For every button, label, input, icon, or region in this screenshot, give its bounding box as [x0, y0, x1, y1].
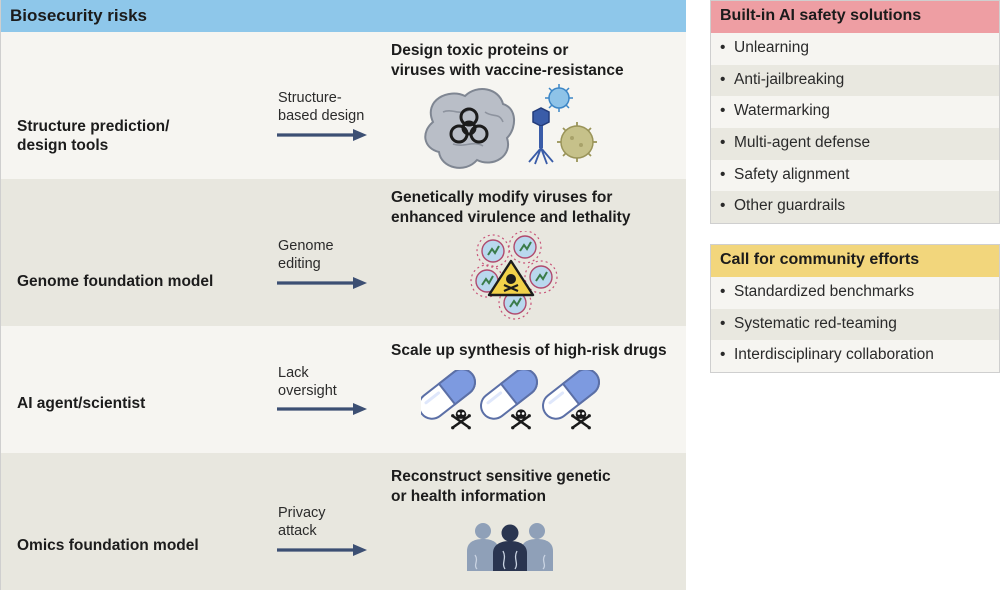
skull-crossbones-icon — [569, 408, 593, 431]
bacteriophage-icon — [528, 107, 554, 165]
community-efforts-box: Call for community efforts •Standardized… — [710, 244, 1000, 374]
risk-threat-structure: Design toxic proteins or viruses with va… — [391, 42, 624, 79]
list-item: •Other guardrails — [711, 191, 999, 224]
people-group-icon — [467, 523, 553, 571]
risk-row-agent: AI agent/scientist Lack oversight Scale … — [1, 326, 686, 453]
community-title: Call for community efforts — [711, 245, 999, 277]
arrow-right-icon — [277, 127, 369, 143]
pill-capsule-icon — [474, 370, 544, 426]
biosecurity-header: Biosecurity risks — [1, 0, 686, 32]
safety-solutions-box: Built-in AI safety solutions •Unlearning… — [710, 0, 1000, 225]
risk-method-omics: Privacy attack — [278, 505, 326, 539]
biosecurity-title: Biosecurity risks — [10, 6, 148, 25]
skull-crossbones-icon — [509, 408, 533, 431]
arrow-right-icon — [277, 542, 369, 558]
modified-virus-illustration — [470, 231, 558, 320]
risk-row-structure: Structure prediction/ design tools Struc… — [1, 32, 686, 179]
biohazard-protein-icon — [424, 88, 515, 169]
arrow-right-icon — [277, 401, 369, 417]
risk-method-genome: Genome editing — [278, 238, 334, 272]
list-item: •Safety alignment — [711, 159, 999, 192]
risk-threat-agent: Scale up synthesis of high-risk drugs — [391, 342, 667, 359]
safety-title: Built-in AI safety solutions — [711, 1, 999, 33]
warning-skull-icon — [487, 259, 535, 297]
risk-method-structure: Structure- based design — [278, 90, 365, 124]
biosecurity-risks-panel: Biosecurity risks Structure prediction/ … — [0, 0, 686, 590]
list-item: •Systematic red-teaming — [711, 308, 999, 341]
risk-model-agent: AI agent/scientist — [17, 395, 146, 412]
pill-capsule-icon — [421, 370, 482, 426]
pill-capsule-icon — [536, 370, 601, 426]
virus-icon — [545, 84, 573, 112]
list-item: •Multi-agent defense — [711, 128, 999, 160]
arrow-right-icon — [277, 275, 369, 291]
risk-row-genome: Genome foundation model Genome editing G… — [1, 179, 686, 326]
drugs-illustration — [421, 370, 601, 431]
structure-illustration — [424, 84, 597, 169]
list-item: •Anti-jailbreaking — [711, 64, 999, 97]
risk-threat-genome: Genetically modify viruses for enhanced … — [391, 189, 631, 226]
list-item: •Watermarking — [711, 96, 999, 129]
risk-model-genome: Genome foundation model — [17, 273, 214, 290]
risk-row-omics: Omics foundation model Privacy attack Re… — [1, 453, 686, 590]
safety-list: •Unlearning •Anti-jailbreaking •Watermar… — [711, 33, 999, 224]
virus-icon — [557, 122, 597, 162]
skull-crossbones-icon — [449, 408, 473, 431]
list-item: •Interdisciplinary collaboration — [711, 340, 999, 373]
risk-model-omics: Omics foundation model — [17, 537, 199, 554]
community-list: •Standardized benchmarks •Systematic red… — [711, 277, 999, 373]
list-item: •Standardized benchmarks — [711, 277, 999, 309]
risk-method-agent: Lack oversight — [278, 365, 337, 399]
list-item: •Unlearning — [711, 33, 999, 65]
risk-threat-omics: Reconstruct sensitive genetic or health … — [391, 468, 611, 505]
risk-model-structure: Structure prediction/ design tools — [17, 118, 170, 154]
